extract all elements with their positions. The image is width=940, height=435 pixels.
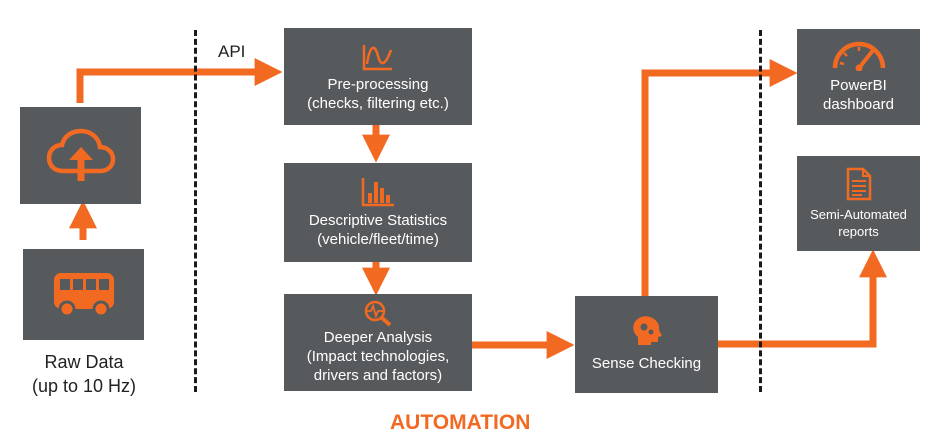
bus-box (23, 249, 144, 340)
sense-checking-box: Sense Checking (575, 296, 718, 393)
semi-automated-reports-box: Semi-Automated reports (797, 156, 920, 251)
powerbi-dashboard-box: PowerBI dashboard (797, 29, 920, 125)
preprocessing-label: Pre-processing (checks, filtering etc.) (307, 75, 449, 112)
automation-label: AUTOMATION (390, 411, 531, 434)
cloud-upload-box (20, 107, 141, 204)
bus-icon (53, 272, 114, 317)
cloud-upload-icon (46, 128, 115, 181)
magnifier-pulse-icon (364, 301, 392, 327)
sense-checking-label: Sense Checking (591, 355, 702, 373)
arrow-sense-to-reports (717, 249, 887, 348)
deeper-analysis-box: Deeper Analysis (Impact technologies, dr… (284, 294, 472, 391)
api-label: API (218, 42, 246, 61)
preprocessing-box: Pre-processing (checks, filtering etc.) (284, 28, 472, 125)
semi-automated-reports-label: Semi-Automated reports (810, 207, 907, 239)
raw-data-label: Raw Data (up to 10 Hz) (31, 352, 137, 397)
separator-left (194, 30, 197, 392)
descriptive-statistics-label: Descriptive Statistics (vehicle/fleet/ti… (308, 211, 448, 248)
powerbi-dashboard-label: PowerBI dashboard (823, 77, 894, 113)
speedometer-icon (832, 42, 885, 72)
descriptive-statistics-box: Descriptive Statistics (vehicle/fleet/ti… (284, 163, 472, 262)
arrow-cloud-to-preprocessing (76, 58, 283, 103)
head-gears-icon (632, 316, 662, 346)
separator-right (759, 30, 762, 392)
signal-wave-icon (362, 44, 393, 70)
bar-chart-icon (361, 177, 394, 206)
document-icon (846, 168, 871, 201)
arrow-sense-to-powerbi (641, 59, 798, 298)
deeper-analysis-label: Deeper Analysis (Impact technologies, dr… (306, 329, 450, 384)
